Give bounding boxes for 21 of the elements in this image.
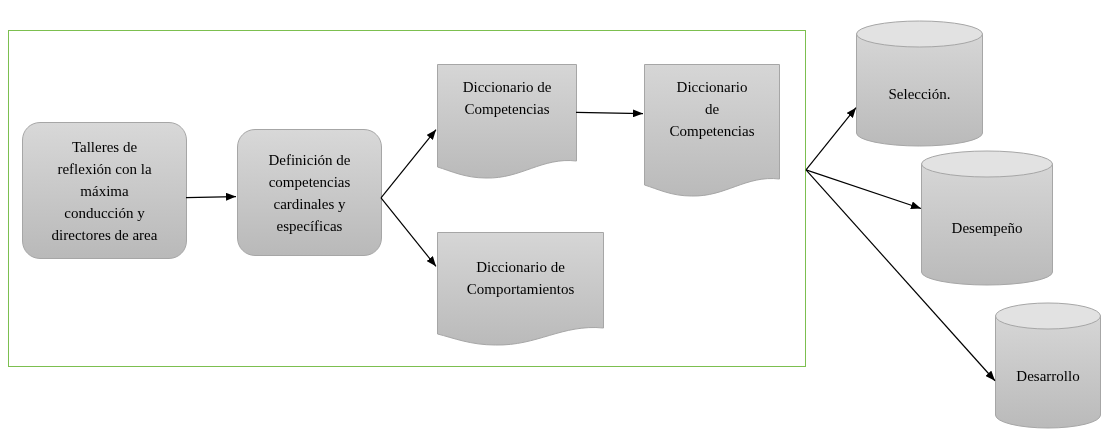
arrow bbox=[805, 169, 996, 382]
node-label: Definición de competencias cardinales y específicas bbox=[267, 150, 352, 236]
node-label: Selección. bbox=[888, 84, 951, 104]
node-label: Diccionario de Competencias bbox=[668, 78, 756, 141]
node-label: Desempeño bbox=[951, 219, 1023, 238]
document-shape bbox=[644, 64, 780, 197]
arrow bbox=[185, 192, 237, 201]
document-shape bbox=[437, 64, 577, 179]
arrow bbox=[575, 109, 644, 118]
process-box bbox=[237, 129, 382, 256]
process-box bbox=[22, 122, 187, 259]
group-frame bbox=[8, 30, 806, 367]
node-label: Talleres de reflexión con la máxima conducción y directores de area bbox=[50, 137, 159, 245]
node-label: Desarrollo bbox=[1016, 366, 1080, 386]
arrow bbox=[805, 169, 922, 210]
arrow bbox=[380, 129, 437, 199]
arrow bbox=[380, 197, 437, 267]
node-label: Diccionario de Comportamientos bbox=[465, 258, 576, 299]
document-shape bbox=[437, 232, 604, 346]
arrow bbox=[805, 107, 857, 171]
node-label: Diccionario de Competencias bbox=[461, 78, 553, 119]
